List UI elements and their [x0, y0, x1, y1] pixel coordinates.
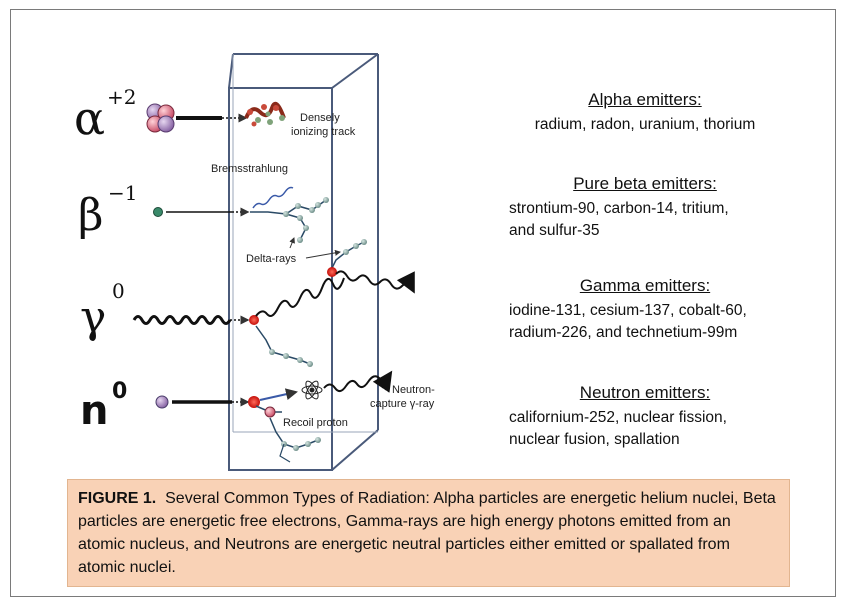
- svg-text:+2: +2: [107, 85, 136, 109]
- electron-icon: [153, 207, 163, 217]
- neutron-emitters-line2: nuclear fusion, spallation: [509, 431, 680, 448]
- gamma-emitters-heading: Gamma emitters:: [579, 276, 711, 295]
- svg-text:−1: −1: [108, 181, 137, 205]
- beta-beads: [283, 197, 329, 243]
- caption-label: FIGURE 1.: [78, 490, 157, 507]
- delta-ray-branch: [329, 239, 367, 273]
- beta-track: [250, 199, 327, 241]
- bremsstrahlung-wave: [252, 186, 294, 209]
- recoil-proton-label: Recoil proton: [283, 417, 348, 429]
- svg-text:γ: γ: [80, 292, 106, 343]
- neutron-symbol: n 0: [80, 379, 127, 434]
- alpha-particle-icon: [146, 103, 175, 133]
- beta-emitters-line2: and sulfur-35: [509, 222, 600, 239]
- ionizing-track-label: ionizing track: [291, 126, 356, 138]
- svg-text:n: n: [80, 388, 108, 434]
- capture-gamma-label: capture γ-ray: [370, 398, 435, 410]
- beta-symbol: β −1: [78, 181, 137, 241]
- atom-icon: [301, 380, 323, 400]
- neutron-particle-icon: [155, 395, 169, 409]
- densely-label: Densely: [300, 112, 340, 124]
- beta-emitters-heading: Pure beta emitters:: [573, 174, 717, 193]
- figure-caption: FIGURE 1. Several Common Types of Radiat…: [67, 479, 790, 587]
- gamma-interaction-hit: [249, 315, 259, 325]
- neutron-emitters-line1: californium-252, nuclear fission,: [509, 409, 727, 426]
- gamma-emitters-block: Gamma emitters: iodine-131, cesium-137, …: [475, 276, 815, 344]
- alpha-ionizing-track: [244, 101, 286, 127]
- neutron-emitters-block: Neutron emitters: californium-252, nucle…: [475, 383, 815, 451]
- alpha-symbol: α +2: [74, 85, 136, 145]
- gamma-incoming-wave: [132, 315, 232, 325]
- neutron-hit: [248, 396, 260, 408]
- detector-box: [228, 53, 379, 471]
- neutron-recoil-track: [255, 405, 321, 463]
- caption-text: Several Common Types of Radiation: Alpha…: [78, 490, 776, 576]
- gamma-symbol: γ 0: [80, 279, 125, 343]
- alpha-emitters-block: Alpha emitters: radium, radon, uranium, …: [475, 90, 815, 136]
- svg-text:0: 0: [112, 379, 127, 404]
- gamma-emitters-line2: radium-226, and technetium-99m: [509, 324, 738, 341]
- svg-text:0: 0: [112, 279, 125, 303]
- svg-text:α: α: [74, 91, 105, 145]
- gamma-second-hit: [327, 267, 337, 277]
- gamma-scattered-wave: [255, 277, 345, 317]
- neutron-capture-gamma-wave: [323, 370, 393, 393]
- neutron-emitters-heading: Neutron emitters:: [579, 383, 711, 402]
- alpha-emitters-heading: Alpha emitters:: [588, 90, 702, 109]
- bremsstrahlung-label: Bremsstrahlung: [211, 163, 288, 175]
- gamma-electron-track: [255, 325, 313, 367]
- gamma-emitters-line1: iodine-131, cesium-137, cobalt-60,: [509, 302, 747, 319]
- beta-emitters-block: Pure beta emitters: strontium-90, carbon…: [475, 174, 815, 242]
- delta-rays-label: Delta-rays: [246, 253, 297, 265]
- beta-emitters-line1: strontium-90, carbon-14, tritium,: [509, 200, 729, 217]
- neutron-capture-label: Neutron-: [392, 384, 435, 396]
- alpha-emitters-list: radium, radon, uranium, thorium: [534, 116, 756, 133]
- gamma-outgoing-wave: [335, 270, 415, 294]
- svg-text:β: β: [78, 190, 103, 241]
